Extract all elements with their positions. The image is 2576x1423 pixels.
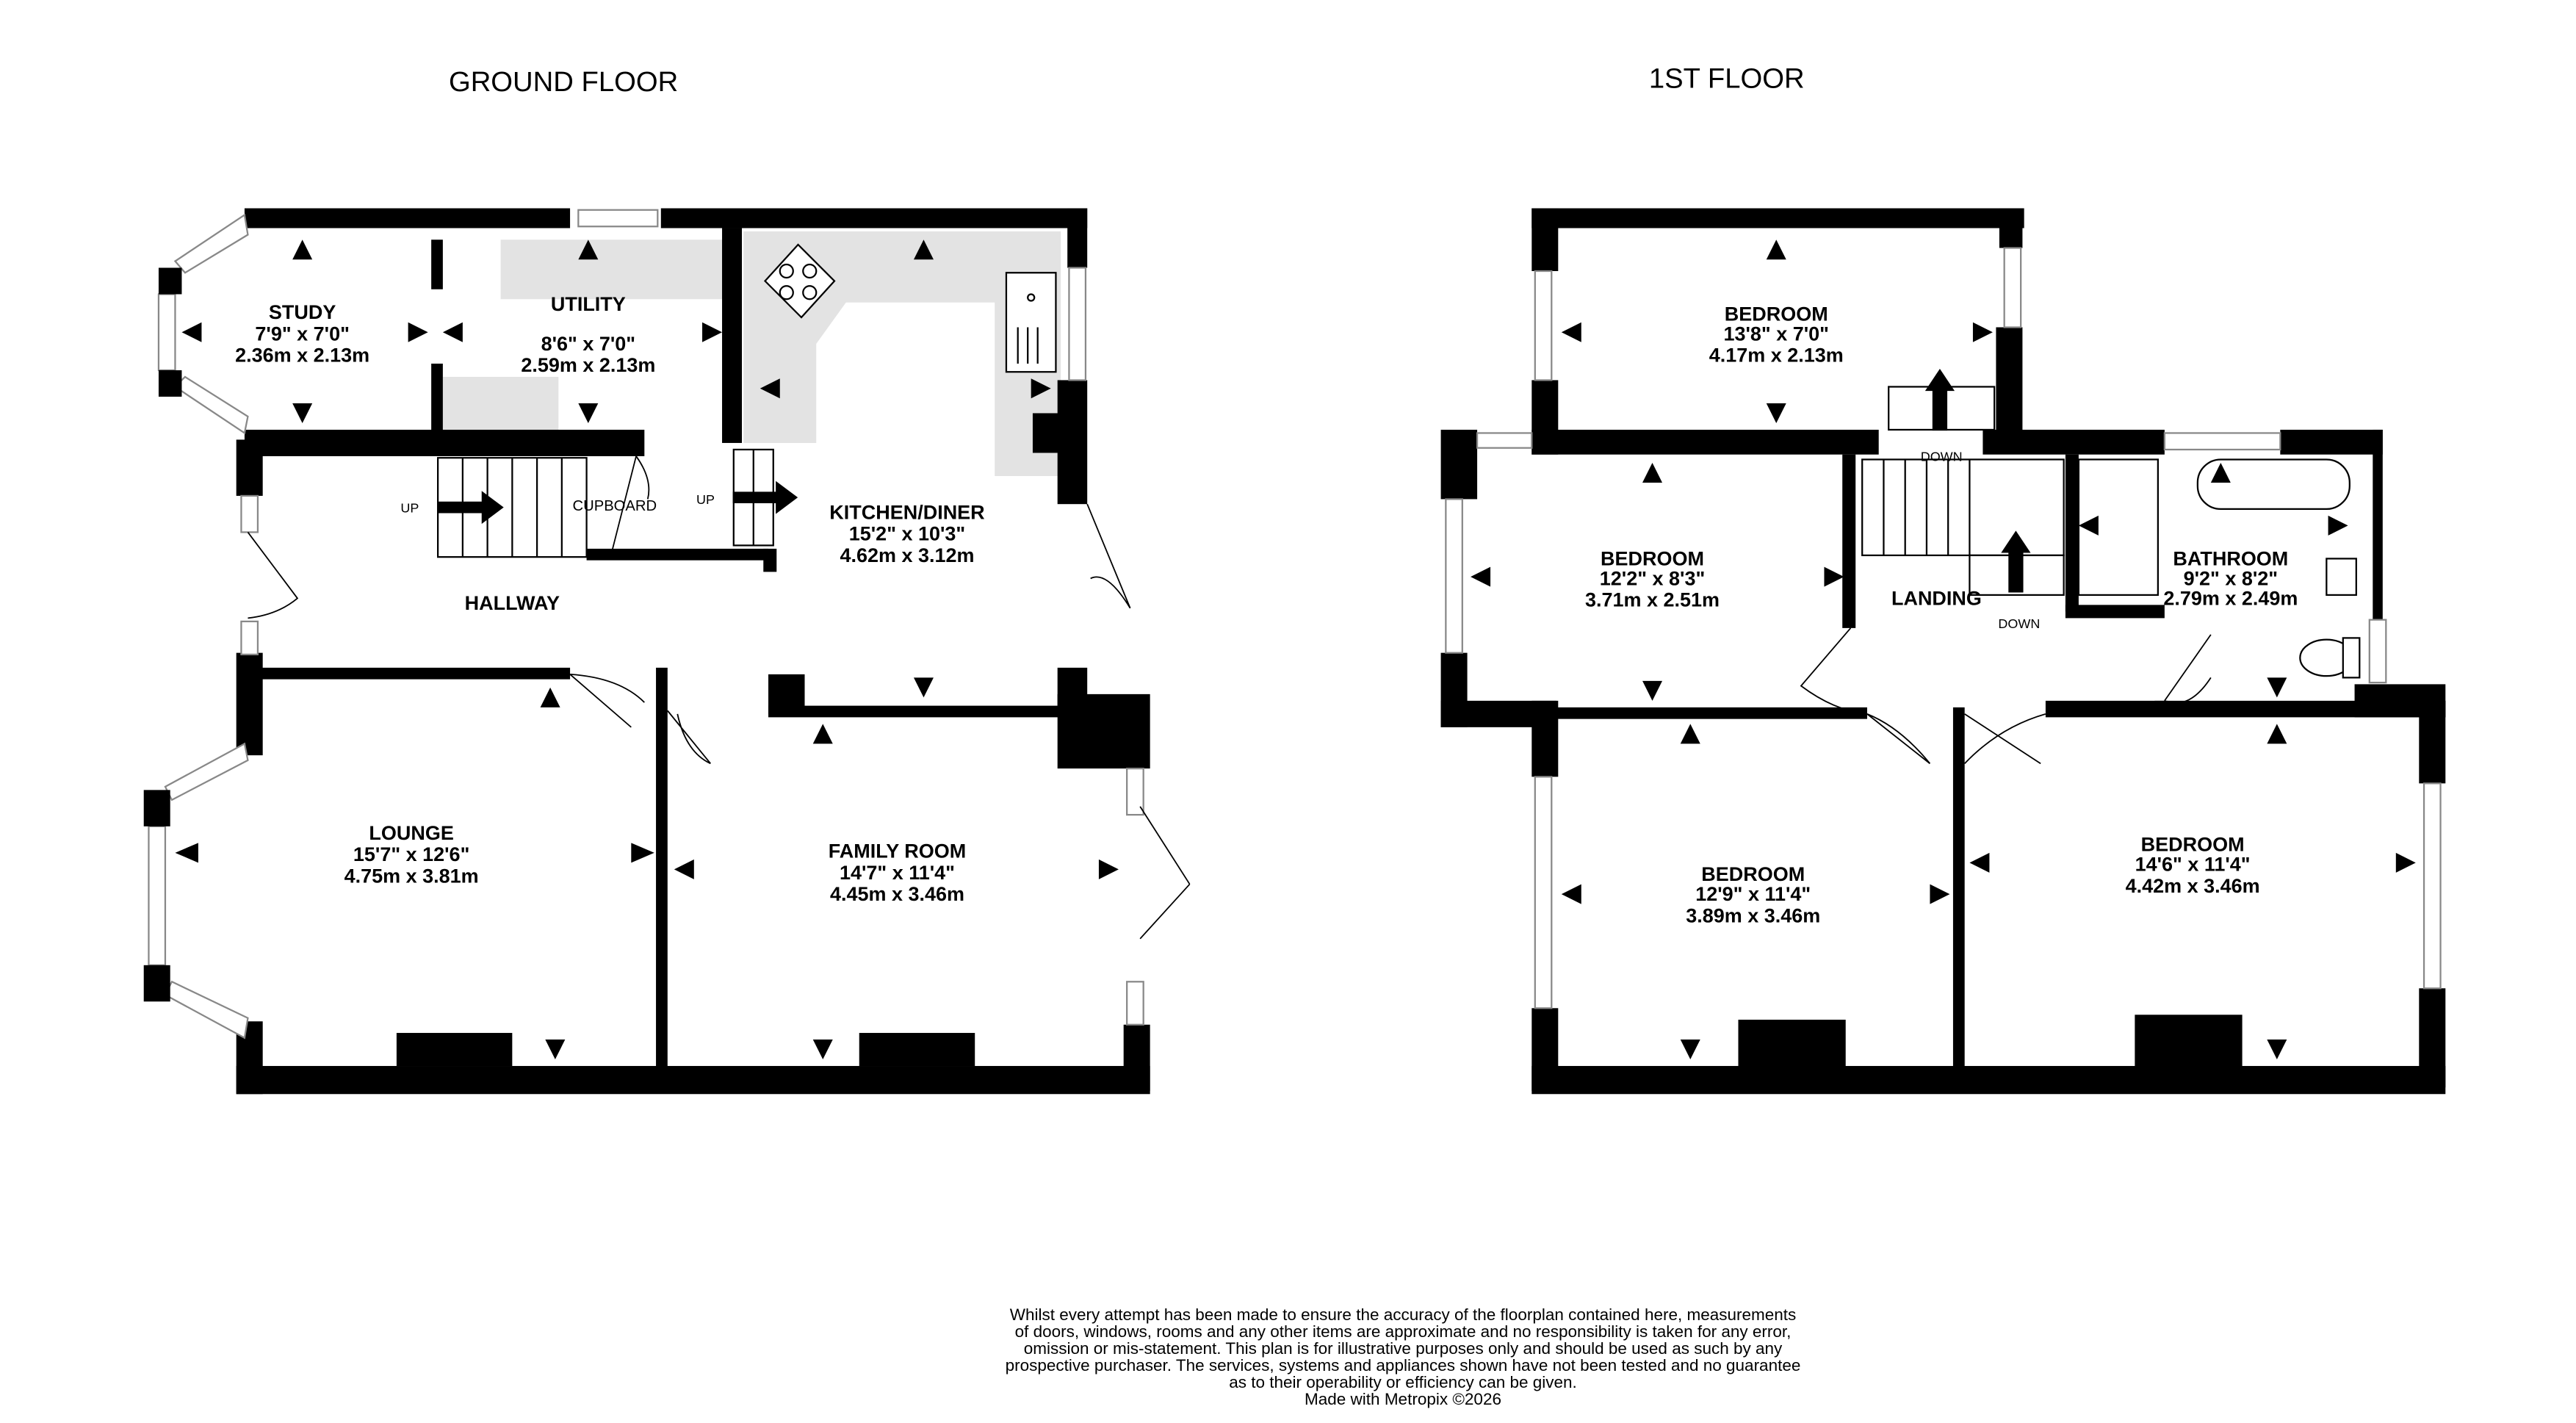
made-with-credit: Made with Metropix ©2026: [1305, 1390, 1501, 1408]
room-dimensions-metric: 4.75m x 3.81m: [344, 865, 479, 887]
room-name: LANDING: [1891, 587, 1982, 609]
room-dimensions-metric: 4.62m x 3.12m: [840, 544, 974, 566]
first-stairs: [1861, 368, 2065, 597]
disclaimer-line: Whilst every attempt has been made to en…: [1009, 1305, 1797, 1324]
room-name: STUDY: [269, 301, 336, 323]
first-windows: [1445, 247, 2442, 1009]
disclaimer-line: as to their operability or efficiency ca…: [1229, 1373, 1577, 1391]
room-dimensions-imperial: 14'6" x 11'4": [2135, 854, 2251, 876]
room-dimensions-metric: 2.59m x 2.13m: [521, 354, 655, 376]
room-name: BEDROOM: [1601, 547, 1704, 569]
stairs-down-label: DOWN: [1998, 616, 2040, 631]
room-dimensions-imperial: 7'9" x 7'0": [255, 323, 349, 345]
stairs-down-label: DOWN: [1921, 450, 1963, 464]
ground-windows: [143, 209, 1144, 1040]
disclaimer-line: of doors, windows, rooms and any other i…: [1014, 1322, 1792, 1341]
basin-icon: [2326, 558, 2357, 597]
disclaimer-line: prospective purchaser. The services, sys…: [1005, 1356, 1801, 1375]
room-name: BEDROOM: [1725, 303, 1828, 325]
room-name: BEDROOM: [1701, 863, 1805, 885]
room-dimensions-metric: 2.36m x 2.13m: [235, 345, 369, 367]
ground-floor-plan: GROUND FLOOR: [143, 66, 1191, 1095]
room-dimensions-imperial: 14'7" x 11'4": [840, 862, 955, 884]
room-dimensions-metric: 3.89m x 3.46m: [1686, 904, 1820, 926]
room-name: HALLWAY: [465, 592, 560, 614]
cupboard-label: CUPBOARD: [572, 498, 657, 514]
stairs-up-label: UP: [696, 492, 715, 507]
ground-room-labels: STUDY 7'9" x 7'0" 2.36m x 2.13m UTILITY …: [235, 293, 985, 905]
first-doors: [1800, 627, 2212, 765]
room-name: LOUNGE: [369, 822, 453, 844]
room-dimensions-imperial: 15'2" x 10'3": [849, 523, 965, 545]
room-dimensions-imperial: 9'2" x 8'2": [2184, 567, 2278, 589]
first-floor-title: 1ST FLOOR: [1649, 62, 1805, 94]
sink-icon: [1005, 272, 1057, 373]
room-dimensions-imperial: 15'7" x 12'6": [353, 843, 469, 865]
room-name: UTILITY: [551, 293, 626, 315]
hob-icon: [763, 243, 836, 319]
first-dimension-arrows: [1471, 239, 2416, 1060]
ground-dimension-arrows: [175, 239, 1119, 1060]
disclaimer-line: omission or mis-statement. This plan is …: [1023, 1339, 1783, 1358]
room-dimensions-metric: 4.45m x 3.46m: [830, 883, 964, 905]
stairs-up-label: UP: [400, 500, 419, 515]
bath-icon: [2196, 458, 2350, 511]
stairs: [436, 448, 798, 558]
room-dimensions-metric: 2.79m x 2.49m: [2163, 587, 2298, 609]
room-name: KITCHEN/DINER: [829, 501, 984, 523]
first-walls: [1440, 208, 2446, 1095]
room-name: FAMILY ROOM: [829, 840, 966, 862]
room-dimensions-imperial: 8'6" x 7'0": [541, 333, 635, 355]
first-room-labels: BEDROOM 13'8" x 7'0" 4.17m x 2.13m BEDRO…: [1585, 303, 2298, 926]
room-dimensions-metric: 4.42m x 3.46m: [2126, 875, 2260, 897]
first-floor-plan: 1ST FLOOR: [1440, 62, 2446, 1095]
room-dimensions-metric: 4.17m x 2.13m: [1709, 345, 1844, 367]
room-name: BEDROOM: [2141, 834, 2245, 856]
ground-floor-title: GROUND FLOOR: [449, 66, 678, 98]
room-dimensions-imperial: 12'9" x 11'4": [1695, 883, 1811, 905]
room-name: BATHROOM: [2173, 547, 2288, 569]
ground-walls: [236, 208, 1150, 1095]
room-dimensions-imperial: 13'8" x 7'0": [1723, 323, 1828, 345]
disclaimer: Whilst every attempt has been made to en…: [940, 1306, 1866, 1408]
doors: [247, 455, 1191, 940]
room-dimensions-imperial: 12'2" x 8'3": [1600, 567, 1705, 589]
room-dimensions-metric: 3.71m x 2.51m: [1585, 589, 1720, 611]
